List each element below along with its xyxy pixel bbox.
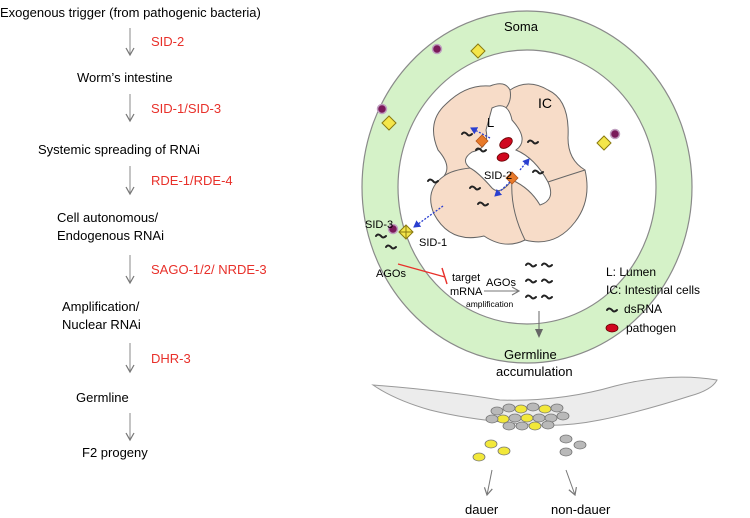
- step-germline: Germline: [76, 390, 129, 405]
- worm-cross-section: Soma IC L SID-2: [361, 10, 693, 364]
- dauer-arrow: [483, 469, 493, 497]
- legend-ic: IC: Intestinal cells: [606, 283, 700, 297]
- amplification-label: amplification: [466, 299, 514, 309]
- agos-amplification-label: AGOs: [486, 277, 516, 289]
- factor-sid2: SID-2: [151, 34, 184, 49]
- germline-section: Germline accumulation: [371, 347, 718, 517]
- worm-body: [371, 376, 718, 426]
- pathway-flow: Exogenous trigger (from pathogenic bacte…: [0, 5, 267, 460]
- inhibition-line: [397, 263, 446, 278]
- step-nuclear-rnai: Nuclear RNAi: [62, 317, 141, 332]
- step-amplification: Amplification/: [62, 299, 140, 314]
- sid3-label: SID-3: [365, 219, 393, 231]
- non-dauer-label: non-dauer: [551, 502, 611, 517]
- legend-lumen: L: Lumen: [606, 265, 656, 279]
- target-label: target: [452, 272, 480, 284]
- pathogen-icon: [605, 323, 619, 333]
- pathogen-icon: [499, 137, 513, 149]
- transport-arrow: [413, 205, 444, 228]
- factor-dhr3: DHR-3: [151, 351, 191, 366]
- non-dauer-arrow: [565, 469, 577, 497]
- step-f2-progeny: F2 progeny: [82, 445, 148, 460]
- transport-arrow: [470, 127, 491, 139]
- vesicles: [376, 43, 621, 235]
- dsrna-icon: [606, 307, 618, 313]
- legend-dsrna: dsRNA: [624, 302, 662, 316]
- step-worm-intestine: Worm’s intestine: [77, 70, 173, 85]
- sid2-channel-icon: [475, 134, 489, 148]
- soma-ring: [361, 10, 693, 364]
- non-dauer-cells: [559, 434, 587, 457]
- mrna-label: mRNA: [450, 286, 483, 298]
- lumen-label: L: [487, 115, 494, 130]
- factor-sid1-sid3: SID-1/SID-3: [151, 101, 221, 116]
- dauer-label: dauer: [465, 502, 499, 517]
- legend: L: Lumen IC: Intestinal cells dsRNA path…: [605, 265, 700, 335]
- soma-label: Soma: [504, 19, 539, 34]
- intestine-divider: [443, 89, 586, 241]
- pathogen-icon: [496, 152, 510, 162]
- step-systemic-spreading: Systemic spreading of RNAi: [38, 142, 200, 157]
- sid1-label: SID-1: [419, 237, 447, 249]
- step-cell-autonomous: Cell autonomous/: [57, 210, 159, 225]
- transport-arrow: [519, 158, 530, 171]
- accumulation-label: accumulation: [496, 364, 573, 379]
- agos-label: AGOs: [376, 268, 406, 280]
- step-exogenous-trigger: Exogenous trigger (from pathogenic bacte…: [0, 5, 261, 20]
- dsrna-molecules: [375, 131, 553, 300]
- legend-pathogen: pathogen: [626, 321, 676, 335]
- dauer-cells: [472, 439, 511, 462]
- germ-cells: [485, 402, 570, 431]
- inhibition-bar: [441, 267, 448, 285]
- factor-sago-nrde3: SAGO-1/2/ NRDE-3: [151, 262, 267, 277]
- sid2-label: SID-2: [484, 170, 512, 182]
- ic-label: IC: [538, 95, 552, 111]
- step-endogenous-rnai: Endogenous RNAi: [57, 228, 164, 243]
- factor-rde1-rde4: RDE-1/RDE-4: [151, 173, 233, 188]
- germline-label: Germline: [504, 347, 557, 362]
